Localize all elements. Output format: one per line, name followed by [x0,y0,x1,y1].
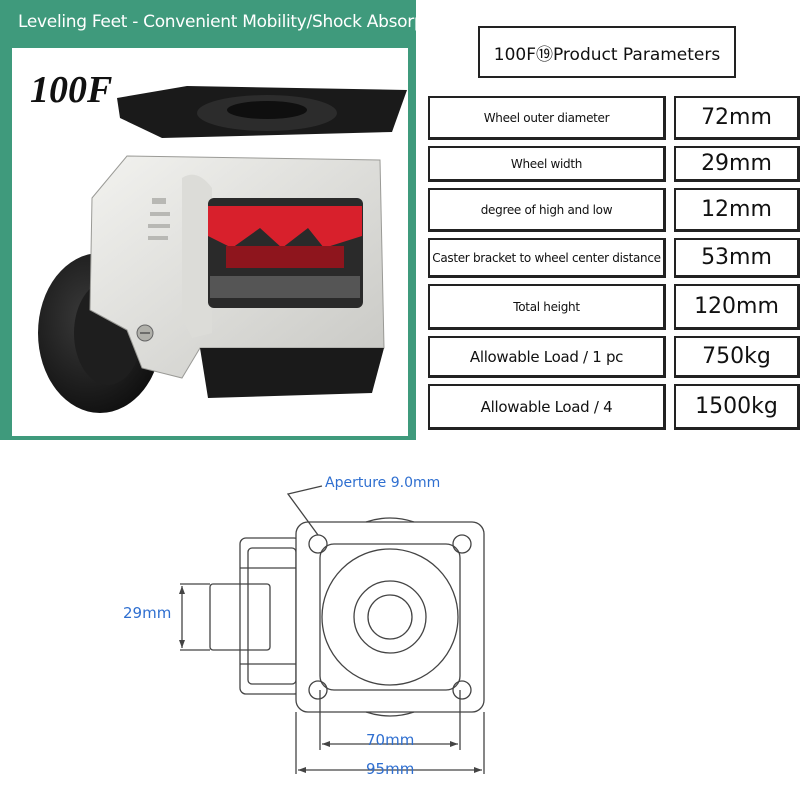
param-label: degree of high and low [428,188,666,232]
technical-drawing: Aperture 9.0mm 29mm 70mm 95mm [0,444,800,800]
aperture-leader [286,485,323,536]
stem-circle [353,580,427,654]
header-band: Leveling Feet - Convenient Mobility/Shoc… [0,0,800,440]
bracket-side [182,174,212,338]
arrow-head [179,640,185,648]
leveling-pad [200,348,384,398]
param-value: 120mm [674,284,800,330]
thread-rod [210,276,360,298]
param-label: Allowable Load / 4 [428,384,666,430]
inner-dim-label: 70mm [366,731,414,749]
param-value: 12mm [674,188,800,232]
param-label: Caster bracket to wheel center distance [428,238,666,278]
mounting-hole [452,680,472,700]
product-photo-panel: 100F [12,48,408,436]
param-label: Allowable Load / 1 pc [428,336,666,378]
red-adjust-knob [208,206,362,248]
arrow-head [474,767,482,773]
param-label: Wheel width [428,146,666,182]
width-dim-label: 29mm [123,604,171,622]
wheel-stub [209,583,271,651]
bottom-arc [365,711,415,717]
knob-shadow [226,246,344,268]
param-label: Total height [428,284,666,330]
param-value: 53mm [674,238,800,278]
top-view-drawing: Aperture 9.0mm 29mm 70mm 95mm [123,475,485,778]
plate-inner [319,543,461,691]
body-circle [321,548,459,686]
headline: Leveling Feet - Convenient Mobility/Shoc… [18,12,456,32]
bore-circle [367,594,413,640]
aperture-label: Aperture 9.0mm [325,475,440,491]
parameters-panel: 100F⑲Product Parameters Wheel outer diam… [416,0,800,440]
mounting-hole [308,680,328,700]
arrow-head [322,741,330,747]
param-value: 72mm [674,96,800,140]
arrow-head [298,767,306,773]
param-value: 750kg [674,336,800,378]
plate-hole [227,101,307,119]
parameters-title: 100F⑲Product Parameters [478,26,736,78]
outer-dim-label: 95mm [366,760,414,778]
arrow-head [450,741,458,747]
param-value: 29mm [674,146,800,182]
param-value: 1500kg [674,384,800,430]
plate-outline [295,521,485,713]
leveling-caster-photo [38,86,407,413]
embossed-marks [148,198,170,240]
arrow-head [179,586,185,594]
param-label: Wheel outer diameter [428,96,666,140]
top-arc [365,517,415,523]
mounting-hole [452,534,472,554]
model-label: 100F [30,69,113,111]
